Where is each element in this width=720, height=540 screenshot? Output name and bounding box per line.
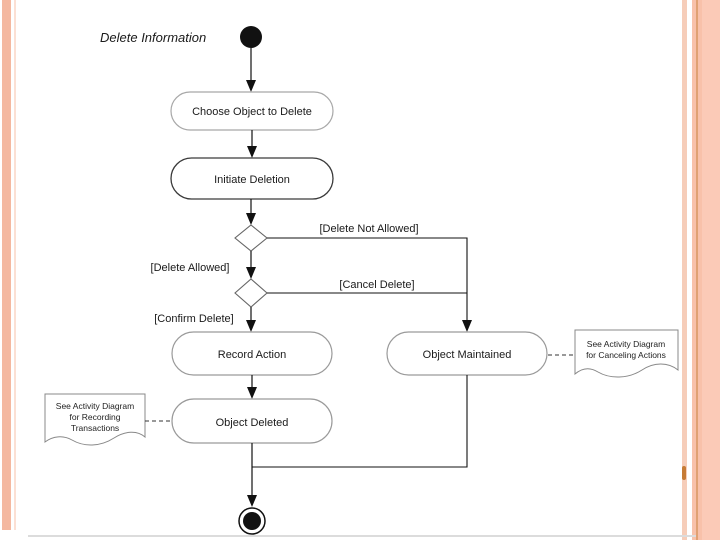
guard-delete-not-allowed: [Delete Not Allowed] xyxy=(319,223,418,235)
right-border-stripe-1 xyxy=(682,0,687,540)
accent-mark xyxy=(682,466,686,480)
activity-initiate-deletion-label: Initiate Deletion xyxy=(214,174,290,186)
decision-confirm-delete xyxy=(234,278,268,308)
arrowhead-icon xyxy=(246,320,256,332)
note-recording-transactions xyxy=(44,393,146,446)
activity-object-maintained-label: Object Maintained xyxy=(423,349,512,361)
initial-node-icon xyxy=(240,26,262,48)
right-border-stripe-3 xyxy=(698,0,702,540)
edge-maintained-to-final xyxy=(252,375,468,468)
right-border-stripe-2 xyxy=(692,0,696,540)
arrowhead-icon xyxy=(246,213,256,225)
note-recording-line2: for Recording xyxy=(69,412,120,422)
arrowhead-icon xyxy=(247,146,257,158)
note-canceling-actions xyxy=(574,329,679,378)
arrowhead-icon xyxy=(246,267,256,279)
arrowhead-icon xyxy=(246,80,256,92)
decision-delete-allowed xyxy=(234,224,268,252)
arrowhead-icon xyxy=(247,495,257,507)
guard-confirm-delete: [Confirm Delete] xyxy=(154,313,233,325)
guard-delete-allowed: [Delete Allowed] xyxy=(151,262,230,274)
activity-initiate-deletion xyxy=(170,157,334,200)
activity-choose-object-label: Choose Object to Delete xyxy=(192,106,312,118)
left-border-stripe xyxy=(2,0,11,530)
note-canceling-line2: for Canceling Actions xyxy=(586,350,666,360)
right-border-orange-line xyxy=(696,0,698,540)
activity-object-deleted-label: Object Deleted xyxy=(216,417,289,429)
note-recording-line3: Transactions xyxy=(71,423,119,433)
note-canceling-line1: See Activity Diagram xyxy=(587,339,665,349)
note-recording-line1: See Activity Diagram xyxy=(56,401,134,411)
activity-record-action-label: Record Action xyxy=(218,349,286,361)
arrowhead-icon xyxy=(247,387,257,399)
final-node-core-icon xyxy=(243,512,261,530)
diagram-title: Delete Information xyxy=(100,30,206,45)
guard-cancel-delete: [Cancel Delete] xyxy=(339,279,414,291)
arrowhead-icon xyxy=(462,320,472,332)
right-border-stripe-wide xyxy=(702,0,720,540)
edge-decision1-to-maintained xyxy=(267,237,468,293)
left-border-thin-line xyxy=(14,0,16,530)
bottom-rule xyxy=(28,535,696,537)
